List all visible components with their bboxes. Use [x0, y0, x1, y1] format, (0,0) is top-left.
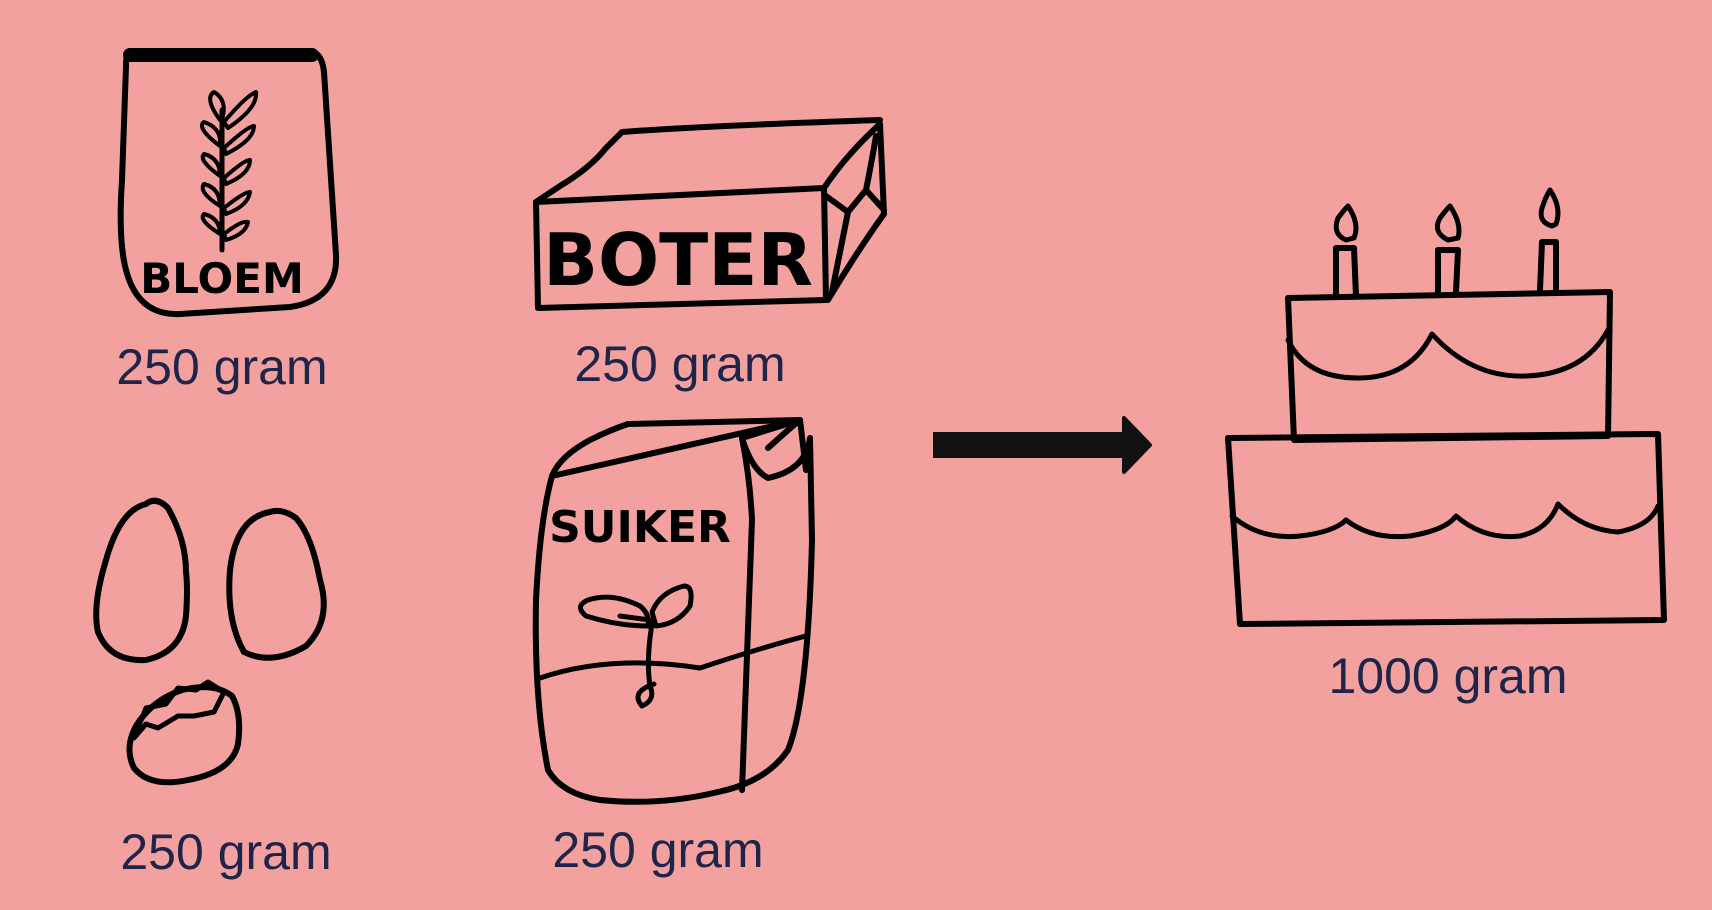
- flour-package-text: BLOEM: [140, 254, 303, 303]
- butter-package-text: BOTER: [543, 218, 813, 302]
- flour-bag-icon: [117, 48, 340, 318]
- sugar-package-text: SUIKER: [549, 502, 731, 553]
- eggs-quantity-label: 250 gram: [120, 824, 332, 880]
- sugar-bag-icon: [532, 417, 815, 805]
- butter-block-icon: [533, 117, 887, 311]
- eggs-icon: [93, 497, 327, 786]
- birthday-cake-icon: [1225, 187, 1667, 627]
- cake-quantity-label: 1000 gram: [1328, 648, 1568, 704]
- sugar-quantity-label: 250 gram: [552, 822, 764, 878]
- right-arrow-icon: [933, 416, 1152, 474]
- butter-quantity-label: 250 gram: [574, 336, 786, 392]
- flour-quantity-label: 250 gram: [116, 339, 328, 395]
